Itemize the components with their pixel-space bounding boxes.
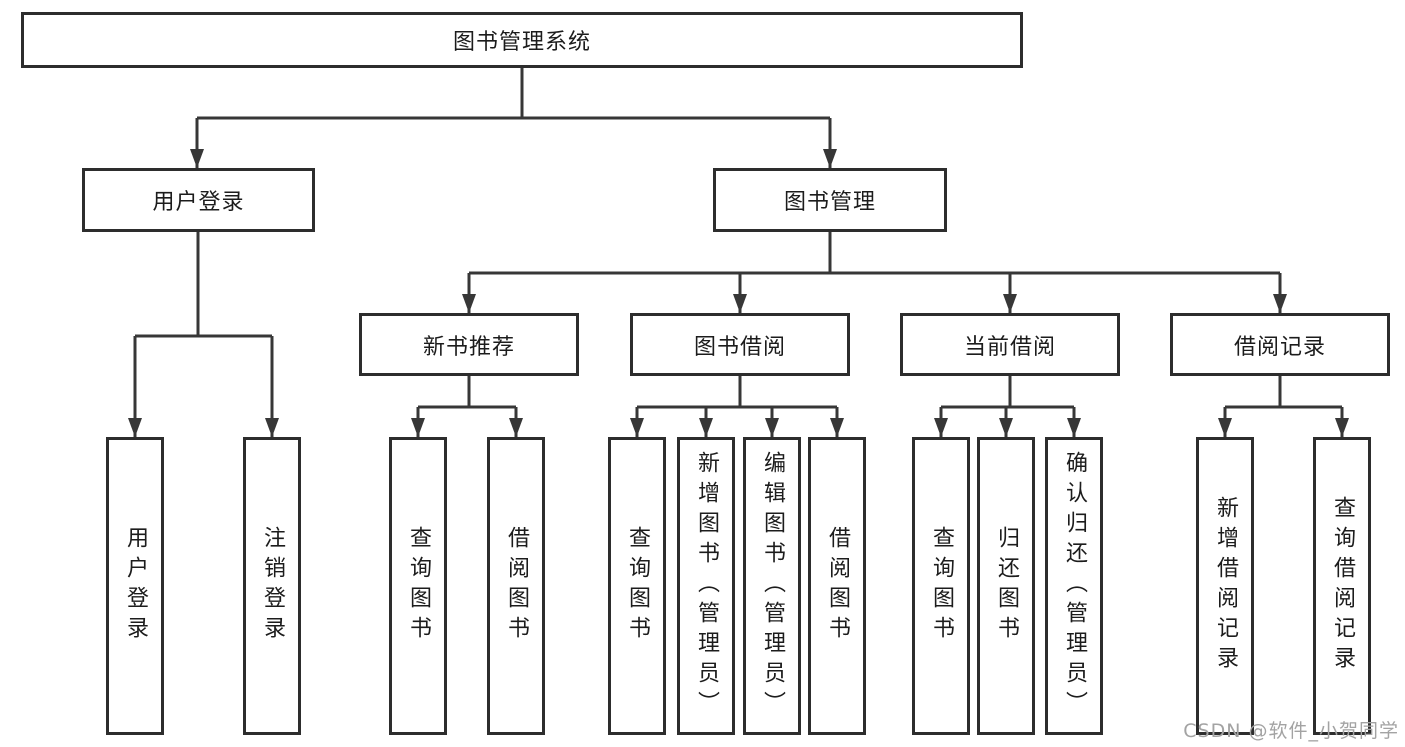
node-label: 新书推荐 bbox=[422, 334, 515, 360]
node-label: 借阅记录 bbox=[1233, 334, 1326, 360]
csdn-watermark: CSDN @软件_小贺同学 bbox=[1183, 720, 1399, 742]
node-label: 用户登录 bbox=[123, 526, 148, 646]
leaf-logout: 注销登录 bbox=[243, 437, 301, 735]
node-label: 归还图书 bbox=[994, 526, 1019, 646]
leaf-confirm-return-admin: 确认归还（管理员） bbox=[1045, 437, 1103, 735]
node-root-library-system: 图书管理系统 bbox=[21, 12, 1023, 68]
node-label: 注销登录 bbox=[260, 526, 285, 646]
leaf-borrow-books: 借阅图书 bbox=[808, 437, 866, 735]
node-label: 图书管理 bbox=[783, 190, 876, 215]
leaf-query-books-recommend: 查询图书 bbox=[389, 437, 447, 735]
node-label: 编辑图书（管理员） bbox=[760, 451, 785, 721]
leaf-query-borrow-record: 查询借阅记录 bbox=[1313, 437, 1371, 735]
node-label: 用户登录 bbox=[152, 190, 245, 215]
node-user-login: 用户登录 bbox=[82, 168, 315, 232]
node-label: 新增图书（管理员） bbox=[694, 451, 719, 721]
node-label: 查询图书 bbox=[406, 526, 431, 646]
node-label: 图书借阅 bbox=[693, 334, 786, 360]
leaf-add-books-admin: 新增图书（管理员） bbox=[677, 437, 735, 735]
node-label: 借阅图书 bbox=[825, 526, 850, 646]
leaf-query-books-borrow: 查询图书 bbox=[608, 437, 666, 735]
node-book-management: 图书管理 bbox=[713, 168, 947, 232]
node-book-borrow: 图书借阅 bbox=[630, 313, 850, 376]
node-label: 查询图书 bbox=[929, 526, 954, 646]
node-label: 确认归还（管理员） bbox=[1062, 451, 1087, 721]
node-current-borrow: 当前借阅 bbox=[900, 313, 1120, 376]
leaf-borrow-books-recommend: 借阅图书 bbox=[487, 437, 545, 735]
leaf-user-login: 用户登录 bbox=[106, 437, 164, 735]
leaf-return-books: 归还图书 bbox=[977, 437, 1035, 735]
node-new-book-recommend: 新书推荐 bbox=[359, 313, 579, 376]
node-label: 查询借阅记录 bbox=[1330, 496, 1355, 676]
leaf-edit-books-admin: 编辑图书（管理员） bbox=[743, 437, 801, 735]
node-label: 查询图书 bbox=[625, 526, 650, 646]
node-borrow-records: 借阅记录 bbox=[1170, 313, 1390, 376]
leaf-query-books-current: 查询图书 bbox=[912, 437, 970, 735]
leaf-add-borrow-record: 新增借阅记录 bbox=[1196, 437, 1254, 735]
node-label: 新增借阅记录 bbox=[1213, 496, 1238, 676]
node-label: 当前借阅 bbox=[963, 334, 1056, 360]
node-label: 借阅图书 bbox=[504, 526, 529, 646]
node-label: 图书管理系统 bbox=[452, 30, 591, 55]
